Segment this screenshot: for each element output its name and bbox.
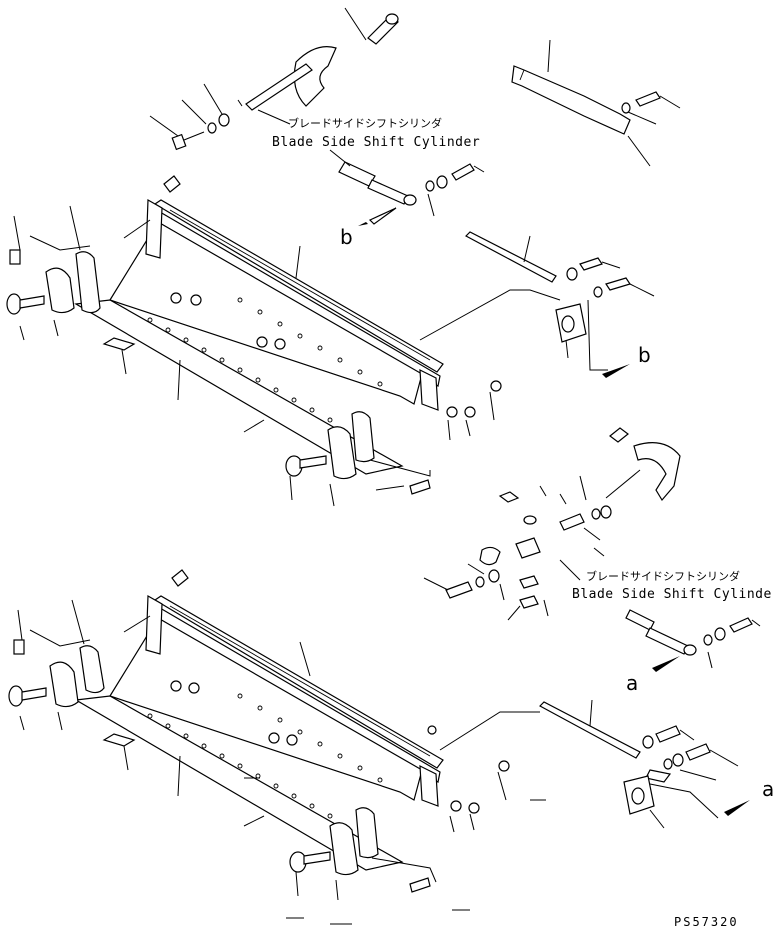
top-right-plate xyxy=(511,39,681,167)
upper-blade-holes xyxy=(147,297,383,423)
lower-right-bracket-a xyxy=(439,699,750,829)
upper-blade-assembly xyxy=(6,175,502,507)
cylinder-label-top-en: Blade Side Shift Cylinder xyxy=(272,135,480,150)
top-cylinder-body xyxy=(329,149,485,226)
upper-right-bracket-b xyxy=(419,231,655,378)
lower-blade-holes xyxy=(147,693,383,819)
lower-blade-assembly xyxy=(8,569,546,925)
ref-a-right: a xyxy=(762,777,774,801)
ref-b-right: b xyxy=(638,343,651,367)
ref-b-top: b xyxy=(340,225,353,249)
cylinder-label-top-jp: ブレードサイドシフトシリンダ xyxy=(288,116,442,130)
cylinder-label-mid-jp: ブレードサイドシフトシリンダ xyxy=(586,569,740,583)
drawing-code: PS57320 xyxy=(674,915,739,928)
top-cylinder-pin-assembly xyxy=(149,7,399,151)
middle-cylinder-assembly xyxy=(423,427,761,672)
ref-a-mid: a xyxy=(626,671,638,695)
cylinder-label-mid-en: Blade Side Shift Cylinde xyxy=(572,587,772,602)
